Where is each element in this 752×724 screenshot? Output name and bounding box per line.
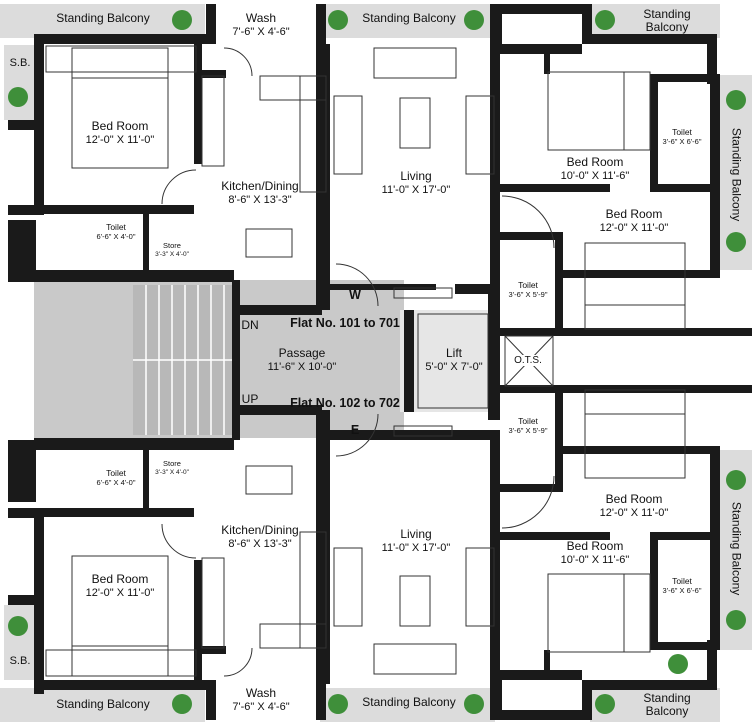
room-toilet-mid-upper-title: Toilet: [518, 280, 538, 290]
east-marker: E: [350, 423, 360, 437]
room-toilet-top-left-title: Toilet: [106, 222, 126, 232]
room-store-top: Store 3'-3" X 4'-0": [150, 241, 194, 258]
stair-dn-label: DN: [241, 318, 259, 332]
room-bedroom-bottom-right-small: Bed Room 10'-0" X 11'-6": [548, 539, 642, 566]
balcony-label-top-right: Standing Balcony: [632, 7, 702, 35]
room-wash-top: Wash 7'-6" X 4'-6": [216, 11, 306, 38]
lift-floor: [400, 310, 492, 412]
room-bedroom-top-left-dims: 12'-0" X 11'-0": [85, 133, 155, 146]
room-kitchen-top-dims: 8'-6" X 13'-3": [228, 193, 292, 206]
room-toilet-bottom-right: Toilet 3'-6" X 6'-6": [654, 576, 710, 595]
room-kitchen-bottom: Kitchen/Dining 8'-6" X 13'-3": [210, 523, 310, 550]
room-bedroom-bottom-right-small-title: Bed Room: [566, 539, 624, 553]
room-store-bottom: Store 3'-3" X 4'-0": [150, 459, 194, 476]
room-store-bottom-dims: 3'-3" X 4'-0": [155, 468, 189, 476]
room-bedroom-bottom-left-title: Bed Room: [91, 572, 149, 586]
room-bedroom-right-upper-dims: 12'-0" X 11'-0": [599, 221, 669, 234]
flat-label-bottom: Flat No. 102 to 702: [290, 396, 400, 410]
room-bedroom-right-lower: Bed Room 12'-0" X 11'-0": [582, 492, 686, 519]
room-passage-dims: 11'-6" X 10'-0": [267, 360, 337, 373]
room-bedroom-right-upper: Bed Room 12'-0" X 11'-0": [582, 207, 686, 234]
room-toilet-bottom-right-dims: 3'-6" X 6'-6": [662, 585, 702, 595]
ots-label: O.T.S.: [506, 355, 550, 366]
room-toilet-bottom-left-title: Toilet: [106, 468, 126, 478]
room-toilet-top-right-title: Toilet: [672, 127, 692, 137]
room-bedroom-bottom-left: Bed Room 12'-0" X 11'-0": [70, 572, 170, 599]
room-lift-title: Lift: [445, 346, 462, 360]
room-toilet-mid-upper-dims: 3'-6" X 5'-9": [508, 289, 548, 299]
staircase: [133, 285, 235, 435]
room-lift: Lift 5'-0" X 7'-0": [418, 346, 490, 373]
room-toilet-bottom-left: Toilet 6'-6" X 4'-0": [86, 468, 146, 487]
room-bedroom-bottom-left-dims: 12'-0" X 11'-0": [85, 586, 155, 599]
room-toilet-top-right: Toilet 3'-6" X 6'-6": [654, 127, 710, 146]
balcony-label-top-right-line2: Balcony: [645, 20, 689, 35]
room-wash-bottom-dims: 7'-6" X 4'-6": [232, 700, 290, 713]
room-lift-dims: 5'-0" X 7'-0": [425, 360, 483, 373]
walls: [8, 4, 752, 720]
room-kitchen-top-title: Kitchen/Dining: [221, 179, 299, 193]
planters: [8, 10, 746, 714]
room-living-bottom: Living 11'-0" X 17'-0": [364, 527, 468, 554]
room-kitchen-top: Kitchen/Dining 8'-6" X 13'-3": [210, 179, 310, 206]
room-passage-title: Passage: [278, 346, 326, 360]
room-kitchen-bottom-dims: 8'-6" X 13'-3": [228, 537, 292, 550]
flat-label-top: Flat No. 101 to 701: [290, 316, 400, 330]
room-bedroom-top-right-small-dims: 10'-0" X 11'-6": [560, 169, 630, 182]
balcony-label-right-upper: Standing Balcony: [729, 127, 744, 222]
room-toilet-top-left: Toilet 6'-6" X 4'-0": [86, 222, 146, 241]
stair-up-label: UP: [241, 392, 259, 406]
room-toilet-mid-upper: Toilet 3'-6" X 5'-9": [500, 280, 556, 299]
balcony-label-bottom-left: Standing Balcony: [56, 697, 150, 711]
room-toilet-top-right-dims: 3'-6" X 6'-6": [662, 136, 702, 146]
room-toilet-top-left-dims: 6'-6" X 4'-0": [96, 231, 136, 241]
balcony-label-top-right-line1: Standing: [643, 7, 691, 21]
room-passage: Passage 11'-6" X 10'-0": [250, 346, 354, 373]
balcony-label-bottom-right: Standing Balcony: [632, 691, 702, 719]
room-store-top-title: Store: [163, 241, 181, 250]
balcony-label-right-lower: Standing Balcony: [729, 501, 744, 596]
room-living-top-title: Living: [400, 169, 432, 183]
room-store-top-dims: 3'-3" X 4'-0": [155, 250, 189, 258]
room-toilet-mid-lower-title: Toilet: [518, 416, 538, 426]
room-toilet-mid-lower: Toilet 3'-6" X 5'-9": [500, 416, 556, 435]
sb-label-top: S.B.: [9, 57, 31, 69]
room-toilet-mid-lower-dims: 3'-6" X 5'-9": [508, 425, 548, 435]
balcony-label-bottom-center: Standing Balcony: [362, 695, 456, 709]
room-bedroom-top-left-title: Bed Room: [91, 119, 149, 133]
room-living-top: Living 11'-0" X 17'-0": [364, 169, 468, 196]
room-kitchen-bottom-title: Kitchen/Dining: [221, 523, 299, 537]
room-bedroom-bottom-right-small-dims: 10'-0" X 11'-6": [560, 553, 630, 566]
room-bedroom-top-left: Bed Room 12'-0" X 11'-0": [70, 119, 170, 146]
room-wash-top-dims: 7'-6" X 4'-6": [232, 25, 290, 38]
room-living-top-dims: 11'-0" X 17'-0": [381, 183, 451, 196]
room-bedroom-top-right-small: Bed Room 10'-0" X 11'-6": [548, 155, 642, 182]
room-living-bottom-dims: 11'-0" X 17'-0": [381, 541, 451, 554]
balcony-label-bottom-right-line2: Balcony: [645, 704, 689, 719]
sb-label-bottom: S.B.: [9, 655, 31, 667]
balcony-label-top-center: Standing Balcony: [362, 11, 456, 25]
room-bedroom-right-lower-title: Bed Room: [605, 492, 663, 506]
room-living-bottom-title: Living: [400, 527, 432, 541]
room-wash-top-title: Wash: [245, 11, 277, 25]
furniture: [45, 45, 686, 677]
room-toilet-bottom-left-dims: 6'-6" X 4'-0": [96, 477, 136, 487]
balcony-label-top-left: Standing Balcony: [56, 11, 150, 25]
room-wash-bottom-title: Wash: [245, 686, 277, 700]
west-marker: W: [349, 288, 361, 302]
room-bedroom-right-lower-dims: 12'-0" X 11'-0": [599, 506, 669, 519]
room-toilet-bottom-right-title: Toilet: [672, 576, 692, 586]
balcony-label-bottom-right-line1: Standing: [643, 691, 691, 705]
door-swings: [161, 47, 555, 677]
room-bedroom-top-right-small-title: Bed Room: [566, 155, 624, 169]
room-store-bottom-title: Store: [163, 459, 181, 468]
room-bedroom-right-upper-title: Bed Room: [605, 207, 663, 221]
room-wash-bottom: Wash 7'-6" X 4'-6": [216, 686, 306, 713]
